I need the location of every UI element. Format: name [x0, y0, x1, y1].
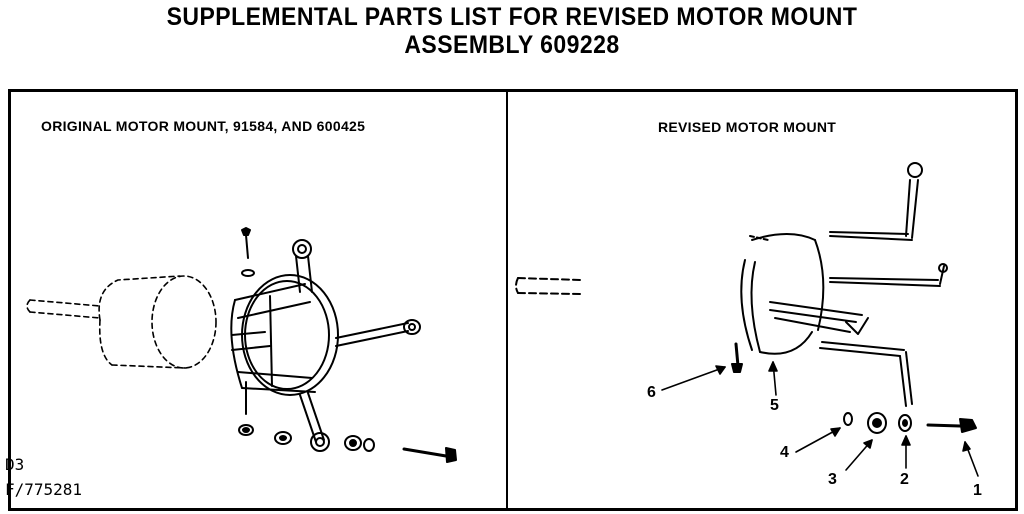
callout-2: 2 [900, 471, 909, 488]
callout-4: 4 [780, 444, 789, 461]
original-mount-heading: ORIGINAL MOTOR MOUNT, 91584, AND 600425 [41, 118, 366, 134]
revised-mount-panel: REVISED MOTOR MOUNT [506, 89, 1018, 511]
original-motor-outline [26, 275, 217, 369]
callout-6: 6 [647, 384, 656, 401]
original-motor-mount [230, 227, 457, 463]
callout-5: 5 [770, 397, 779, 414]
callout-1: 1 [973, 482, 982, 499]
page-title-line2: ASSEMBLY 609228 [404, 31, 620, 59]
figure-number: F/775281 [5, 480, 83, 499]
callout-3: 3 [828, 471, 837, 488]
callout-labels: 1 2 3 4 5 6 [647, 384, 982, 499]
page-title-line1: SUPPLEMENTAL PARTS LIST FOR REVISED MOTO… [166, 3, 858, 31]
revised-motor-outline [515, 277, 581, 295]
callout-leaders [661, 361, 979, 477]
revised-motor-mount [731, 162, 977, 434]
diagram-code-d3: D3 [5, 455, 25, 474]
revised-mount-heading: REVISED MOTOR MOUNT [658, 119, 837, 135]
